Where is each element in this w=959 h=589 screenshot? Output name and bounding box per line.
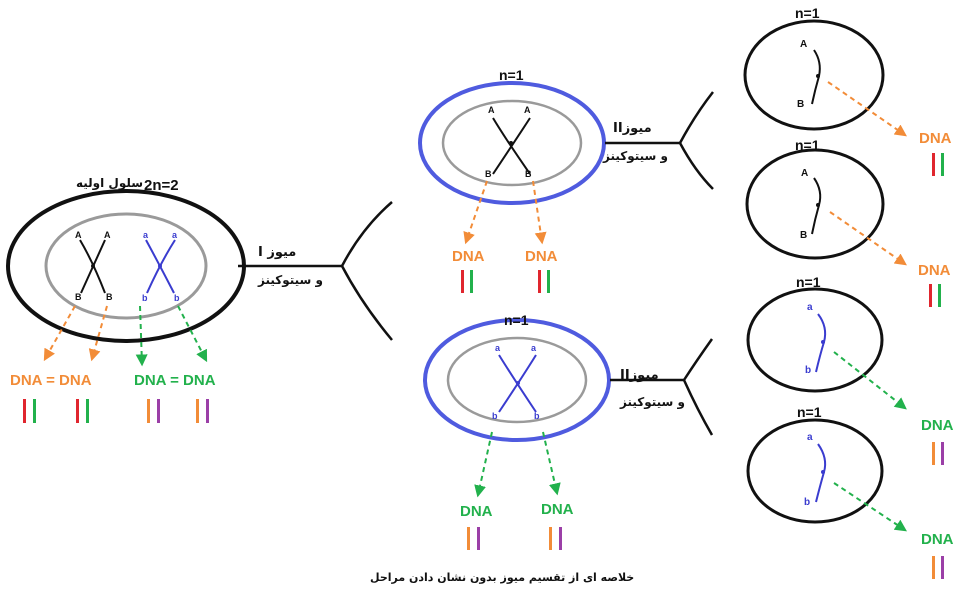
chromosome-secondary-top (492, 117, 531, 175)
gamete-2 (745, 148, 941, 307)
secondary-bottom-ploidy: n=1 (504, 312, 529, 328)
meiosis1-subtitle: و سیتوکینز (258, 273, 323, 287)
primary-cell (6, 189, 246, 423)
meiosis1-divider (238, 201, 393, 341)
allele-A-right: A (104, 230, 111, 240)
gamete-3-allele-bottom: b (805, 365, 812, 376)
gamete-4-dna: DNA (921, 531, 954, 548)
secondary-bottom-allele-3: b (492, 411, 498, 421)
arrow-gamete-2 (829, 211, 907, 266)
chromosome-blue (145, 239, 176, 294)
gamete-4-allele-top: a (807, 432, 813, 443)
gamete-2-allele-top: A (801, 168, 809, 179)
primary-cell-name: سلول اولیه (76, 176, 144, 190)
secondary-bottom-allele-4: b (534, 411, 540, 421)
arrow-secondary-bottom-1 (474, 431, 493, 498)
primary-cell-nucleus (44, 212, 208, 320)
secondary-cell-bottom (423, 318, 611, 550)
centromere-blue (158, 264, 162, 268)
gamete-1-ploidy: n=1 (795, 5, 820, 21)
meiosis2-divider-top (605, 91, 714, 190)
gamete-2-dna: DNA (918, 262, 951, 279)
dna-strands-2 (76, 399, 89, 423)
allele-a-left: a (143, 230, 149, 240)
dna-strands-g1 (932, 153, 944, 176)
dna-strands-4 (196, 399, 209, 423)
allele-a-right: a (172, 230, 178, 240)
arrow-secondary-top-1 (463, 180, 488, 245)
allele-A-left: A (75, 230, 82, 240)
secondary-top-allele-3: B (485, 169, 492, 179)
chromosome-secondary-bottom (498, 354, 537, 413)
primary-ploidy: 2n=2 (144, 177, 179, 194)
allele-B-right: B (106, 292, 113, 302)
arrow-dna-4 (177, 305, 208, 363)
secondary-cell-top (418, 81, 606, 293)
dna-strands-g3 (932, 442, 944, 465)
allele-b-right: b (174, 293, 180, 303)
dna-equation-right: DNA = DNA (134, 372, 216, 389)
gamete-3-dna: DNA (921, 417, 954, 434)
arrow-dna-3 (135, 305, 148, 367)
arrow-gamete-3 (833, 351, 907, 410)
arrow-dna-2 (88, 305, 108, 362)
gamete-3 (746, 287, 944, 465)
gamete-3-ploidy: n=1 (796, 274, 821, 290)
allele-b-left: b (142, 293, 148, 303)
meiosis2-top-subtitle: و سیتوکینز (603, 149, 668, 163)
dna-strands-st2 (538, 270, 550, 293)
dna-strands-g2 (929, 284, 941, 307)
meiosis1-title: میوز I (258, 245, 297, 260)
secondary-bottom-dna-1: DNA (460, 503, 493, 520)
gamete-1-allele-top: A (800, 39, 808, 50)
meiosis2-top-title: میوزII (613, 121, 652, 136)
arrow-secondary-bottom-2 (542, 431, 561, 496)
figure-caption: خلاصه ای از تقسیم میوز بدون نشان دادن مر… (370, 571, 635, 584)
gamete-2-ploidy: n=1 (795, 137, 820, 153)
secondary-top-dna-2: DNA (525, 248, 558, 265)
dna-equation-left: DNA = DNA (10, 372, 92, 389)
allele-B-left: B (75, 292, 82, 302)
gamete-4 (746, 418, 944, 579)
arrow-gamete-1 (827, 81, 907, 137)
secondary-top-allele-4: B (525, 169, 532, 179)
meiosis2-bottom-subtitle: و سیتوکینز (620, 395, 685, 409)
dna-strands-sb1 (467, 527, 480, 550)
dna-strands-st1 (461, 270, 473, 293)
secondary-bottom-dna-2: DNA (541, 501, 574, 518)
gamete-4-ploidy: n=1 (797, 404, 822, 420)
meiosis2-divider-bottom (610, 338, 714, 436)
gamete-1-allele-bottom: B (797, 99, 805, 110)
gamete-1-dna: DNA (919, 130, 952, 147)
dna-strands-3 (147, 399, 160, 423)
secondary-top-allele-1: A (488, 105, 495, 115)
gamete-2-allele-bottom: B (800, 230, 808, 241)
dna-strands-g4 (932, 556, 944, 579)
secondary-top-dna-1: DNA (452, 248, 485, 265)
gamete-4-allele-bottom: b (804, 497, 811, 508)
dna-strands-sb2 (549, 527, 562, 550)
dna-strands-1 (23, 399, 36, 423)
gamete-1 (743, 19, 944, 176)
gamete-3-allele-top: a (807, 302, 813, 313)
secondary-top-allele-2: A (524, 105, 531, 115)
arrow-dna-1 (43, 305, 76, 362)
arrow-secondary-top-2 (532, 180, 547, 245)
secondary-bottom-allele-1: a (495, 343, 501, 353)
meiosis2-bottom-title: میوزII (620, 368, 659, 383)
secondary-top-ploidy: n=1 (499, 67, 524, 83)
centromere-dark (91, 264, 95, 268)
secondary-bottom-nucleus (446, 336, 588, 424)
secondary-bottom-allele-2: a (531, 343, 537, 353)
